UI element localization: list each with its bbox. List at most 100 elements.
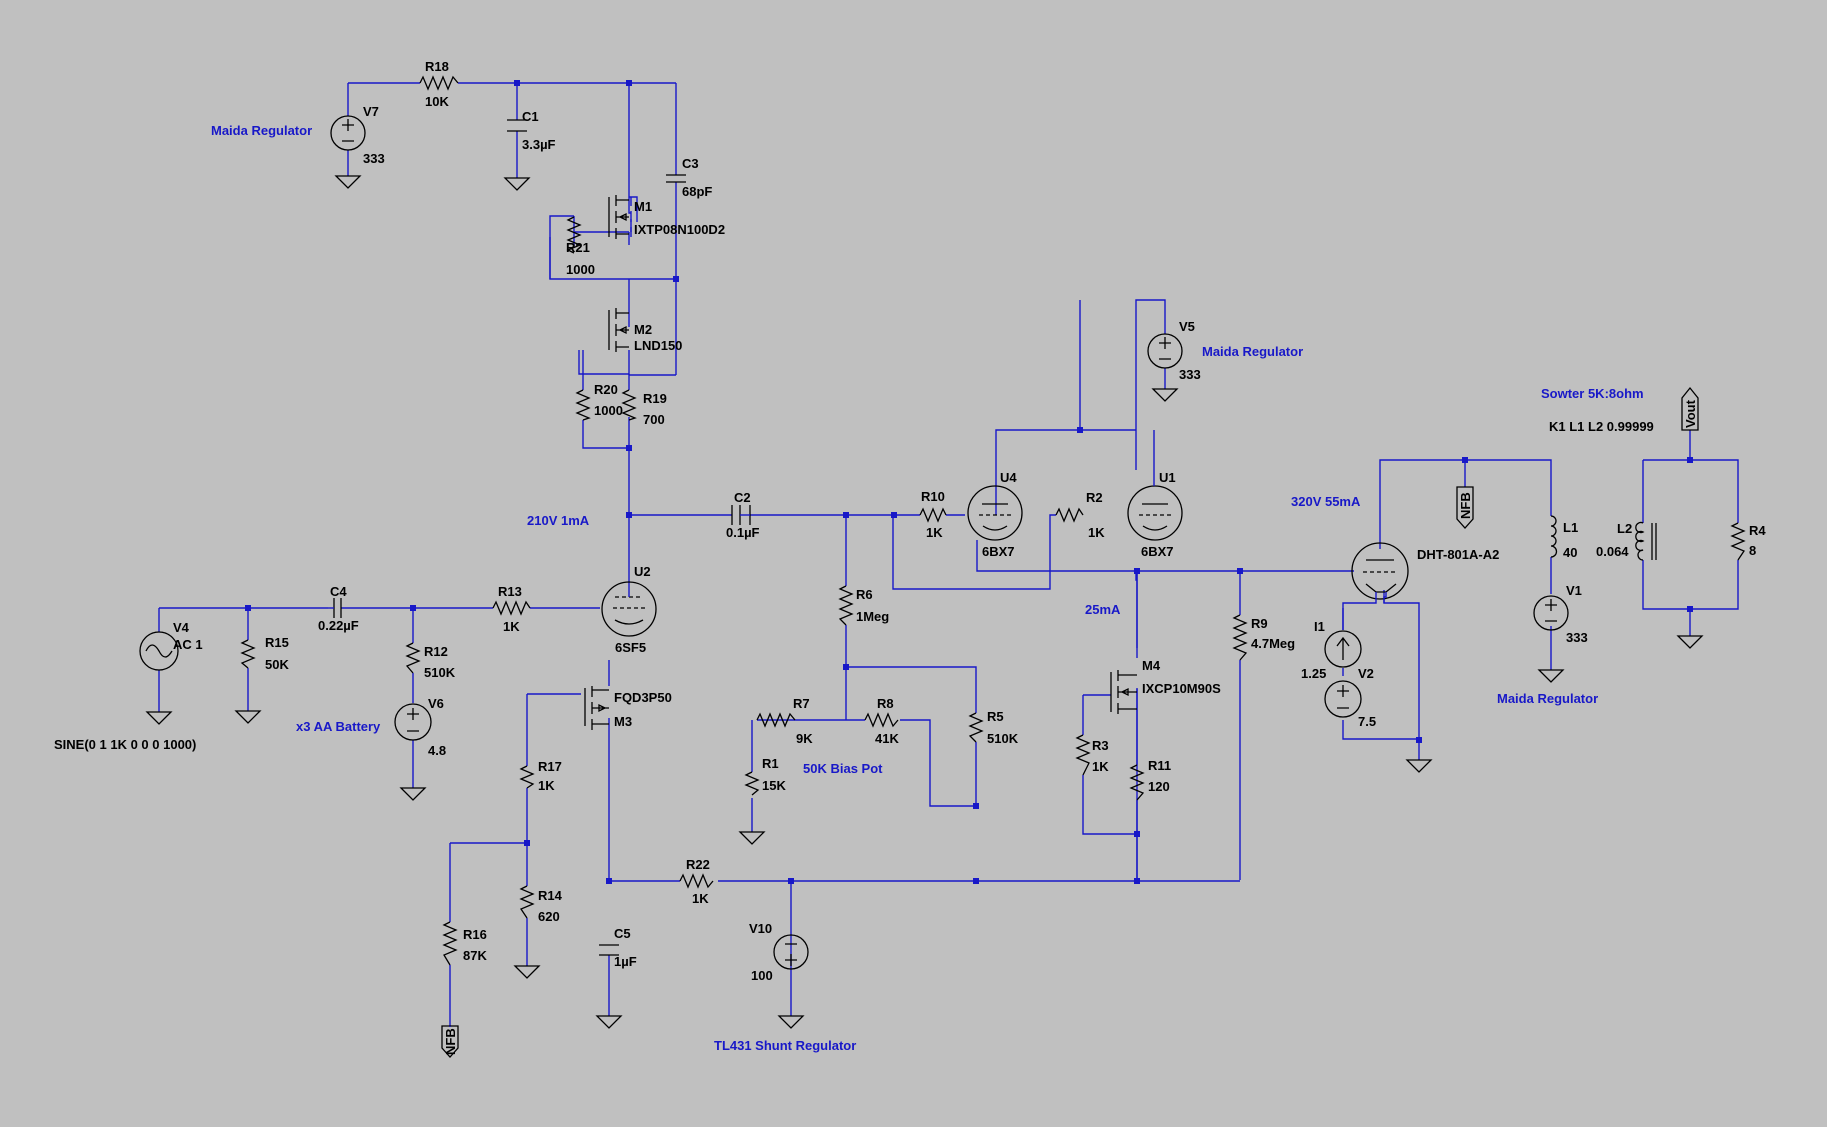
component-label: 333 xyxy=(1566,630,1588,645)
component-label: V5 xyxy=(1179,319,1195,334)
source-V4 xyxy=(139,631,179,671)
component-label: C1 xyxy=(522,109,539,124)
component-label: L2 xyxy=(1617,521,1632,536)
resistor-R11 xyxy=(1129,764,1145,801)
inductor-L1 xyxy=(1550,515,1558,558)
tube-U1 xyxy=(1127,430,1183,541)
component-label: 1K xyxy=(1088,525,1105,540)
component-label: IXTP08N100D2 xyxy=(634,222,725,237)
component-label: 0.064 xyxy=(1596,544,1629,559)
ground-symbol xyxy=(145,711,173,725)
component-label: Vout xyxy=(1683,399,1698,428)
note-battery: x3 AA Battery xyxy=(296,719,381,734)
component-label: 1K xyxy=(926,525,943,540)
note-u2-bias: 210V 1mA xyxy=(527,513,590,528)
note-u1-current: 25mA xyxy=(1085,602,1121,617)
component-label: R18 xyxy=(425,59,449,74)
source-V7 xyxy=(330,115,366,151)
component-label: R4 xyxy=(1749,523,1766,538)
capacitor-C1 xyxy=(507,119,527,132)
component-label: R13 xyxy=(498,584,522,599)
resistor-R17 xyxy=(519,765,535,789)
component-label: M3 xyxy=(614,714,632,729)
resistor-R13 xyxy=(492,600,531,616)
component-label: R3 xyxy=(1092,738,1109,753)
component-label: 333 xyxy=(1179,367,1201,382)
resistor-R6 xyxy=(838,585,854,626)
grounds xyxy=(145,175,1704,1029)
component-label: 510K xyxy=(424,665,456,680)
component-label: C3 xyxy=(682,156,699,171)
note-maida-v5: Maida Regulator xyxy=(1202,344,1303,359)
component-label: 700 xyxy=(643,412,665,427)
component-label: V2 xyxy=(1358,666,1374,681)
ground-symbol xyxy=(334,175,362,189)
source-V5 xyxy=(1147,333,1183,369)
component-label: R7 xyxy=(793,696,810,711)
component-label: M2 xyxy=(634,322,652,337)
component-label: 50K xyxy=(265,657,289,672)
junctions xyxy=(245,80,1693,884)
component-label: 87K xyxy=(463,948,487,963)
capacitor-C2 xyxy=(731,505,751,525)
component-label: R5 xyxy=(987,709,1004,724)
component-label: FQD3P50 xyxy=(614,690,672,705)
component-label: U2 xyxy=(634,564,651,579)
capacitors xyxy=(328,119,751,956)
component-label: 1K xyxy=(503,619,520,634)
resistor-R1 xyxy=(744,771,760,796)
component-label: NFB xyxy=(443,1028,458,1055)
component-label: L1 xyxy=(1563,520,1578,535)
component-label: NFB xyxy=(1458,492,1473,519)
sources xyxy=(139,115,1569,970)
component-label: 1000 xyxy=(566,262,595,277)
resistor-R5 xyxy=(968,712,984,743)
component-label: 6SF5 xyxy=(615,640,646,655)
component-label: R8 xyxy=(877,696,894,711)
component-label: 1K xyxy=(692,891,709,906)
component-label: U4 xyxy=(1000,470,1017,485)
mosfet-M2 xyxy=(608,308,629,352)
component-label: R10 xyxy=(921,489,945,504)
tube-U2 xyxy=(601,581,657,637)
component-label: R6 xyxy=(856,587,873,602)
capacitor-C5 xyxy=(599,944,619,956)
source-V10 xyxy=(773,934,809,970)
component-label: 120 xyxy=(1148,779,1170,794)
annotations: Maida Regulator Maida Regulator Maida Re… xyxy=(54,123,1654,1053)
component-label: 40 xyxy=(1563,545,1577,560)
resistor-R3 xyxy=(1075,734,1091,776)
net-flag-nfb-top: NFB xyxy=(1456,486,1474,529)
ground-symbol xyxy=(503,177,531,191)
component-label: 15K xyxy=(762,778,786,793)
net-flag-vout: Vout xyxy=(1681,386,1699,431)
component-label: R9 xyxy=(1251,616,1268,631)
resistor-R8 xyxy=(864,712,899,728)
component-label: V1 xyxy=(1566,583,1582,598)
resistor-R16 xyxy=(442,921,458,966)
component-label: R17 xyxy=(538,759,562,774)
note-shunt: TL431 Shunt Regulator xyxy=(714,1038,856,1053)
net-flags: Vout NFB NFB xyxy=(441,386,1699,1058)
resistor-R19 xyxy=(621,389,637,421)
component-label: 41K xyxy=(875,731,899,746)
source-V6 xyxy=(394,703,432,741)
resistor-R21 xyxy=(566,216,582,254)
resistor-R4 xyxy=(1730,522,1746,561)
resistor-R2 xyxy=(1055,507,1084,523)
capacitor-C3 xyxy=(666,174,686,183)
component-label: R11 xyxy=(1148,758,1171,773)
component-label: 333 xyxy=(363,151,385,166)
tube-U4 xyxy=(967,485,1023,541)
component-label: C4 xyxy=(330,584,347,599)
note-maida-v1: Maida Regulator xyxy=(1497,691,1598,706)
component-label: 9K xyxy=(796,731,813,746)
component-label: 4.7Meg xyxy=(1251,636,1295,651)
component-label: 68pF xyxy=(682,184,712,199)
component-label: 1K xyxy=(538,778,555,793)
component-label: 1µF xyxy=(614,954,637,969)
note-transformer: Sowter 5K:8ohm xyxy=(1541,386,1644,401)
ground-symbol xyxy=(399,787,427,801)
capacitor-C4 xyxy=(328,598,342,618)
